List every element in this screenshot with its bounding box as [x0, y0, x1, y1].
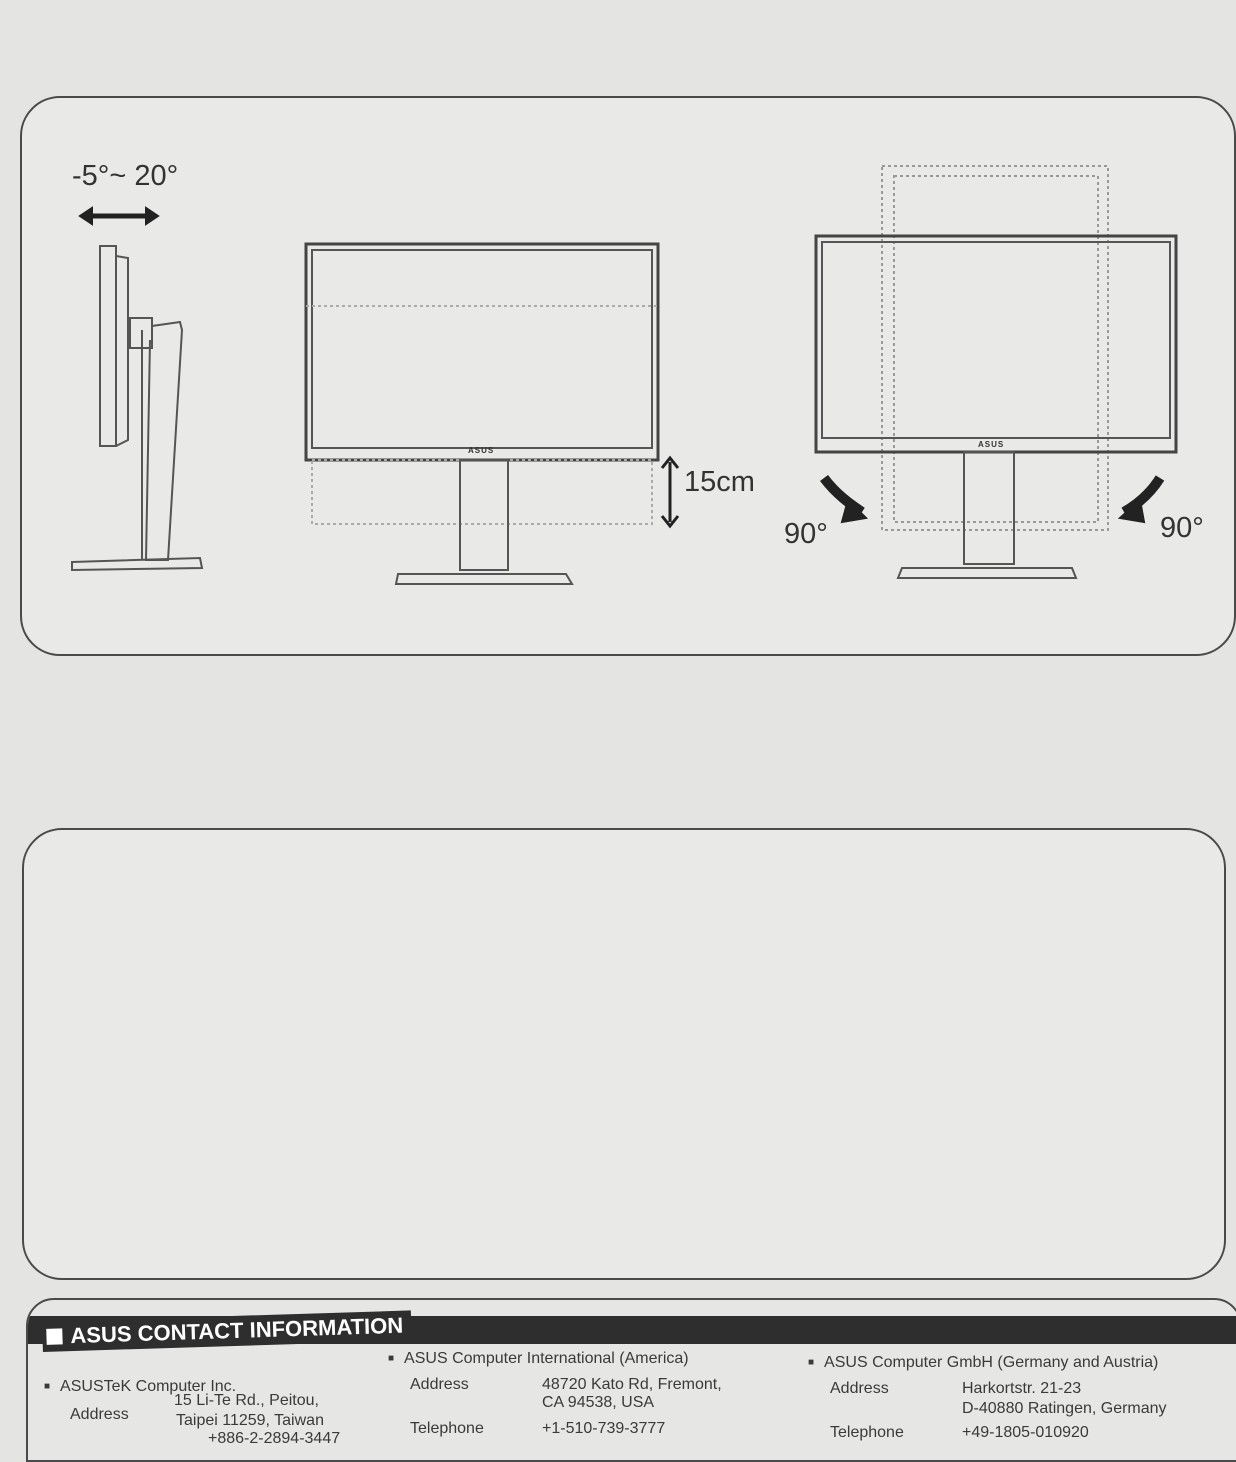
contact-section: ASUS CONTACT INFORMATION ■ASUSTeK Comput…: [26, 1298, 1236, 1462]
tilt-side-view: [71, 206, 204, 572]
stand-install-panel: [22, 828, 1226, 1280]
asus-logo-front: ASUS: [468, 446, 495, 455]
adjustment-panel: [20, 96, 1236, 656]
germany-telephone-label: Telephone: [830, 1424, 904, 1441]
taiwan-address-line1: 15 Li-Te Rd., Peitou,: [174, 1392, 319, 1409]
germany-telephone: +49-1805-010920: [962, 1424, 1089, 1441]
height-range-label: 15cm: [684, 466, 755, 498]
germany-address-line1: Harkortstr. 21-23: [962, 1380, 1082, 1397]
taiwan-address-label: Address: [70, 1406, 129, 1423]
swivel-left-label: 90°: [784, 518, 828, 550]
germany-address-label: Address: [830, 1380, 889, 1397]
america-address-line1: 48720 Kato Rd, Fremont,: [542, 1376, 722, 1393]
pivot-view: [814, 165, 1178, 579]
america-address-label: Address: [410, 1376, 469, 1393]
america-company: ■ASUS Computer International (America): [388, 1350, 689, 1367]
tilt-range-label: -5°~ 20°: [72, 160, 179, 192]
america-telephone-label: Telephone: [410, 1420, 484, 1437]
taiwan-address-line2: Taipei 11259, Taiwan: [176, 1412, 324, 1429]
asus-logo-pivot: ASUS: [978, 440, 1005, 449]
america-telephone: +1-510-739-3777: [542, 1420, 666, 1437]
taiwan-phone: +886-2-2894-3447: [208, 1430, 341, 1447]
germany-address-line2: D-40880 Ratingen, Germany: [962, 1400, 1167, 1417]
height-front-view: [304, 242, 680, 585]
germany-company: ■ASUS Computer GmbH (Germany and Austria…: [808, 1354, 1159, 1371]
taiwan-company: ■ASUSTeK Computer Inc.: [44, 1378, 237, 1395]
square-icon: [46, 1328, 63, 1345]
america-address-line2: CA 94538, USA: [542, 1394, 655, 1411]
swivel-right-label: 90°: [1160, 512, 1204, 544]
